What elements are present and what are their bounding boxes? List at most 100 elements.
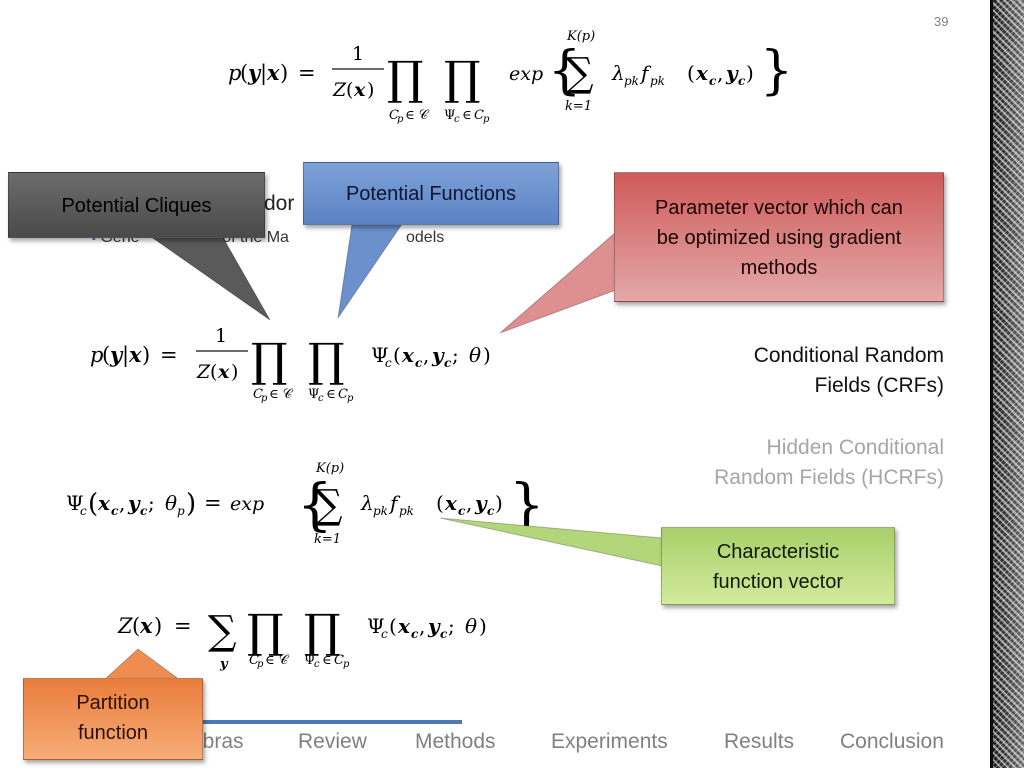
svg-text:pk: pk [399, 504, 414, 518]
svg-text:=: = [160, 343, 178, 367]
svg-text:y: y [474, 491, 488, 515]
nav-item-libras[interactable]: ibras [198, 730, 244, 753]
svg-text:θ: θ [165, 491, 177, 515]
equation-potential-definition: Ψ c ( x c , y c ; θ p ) = exp { K(p) ∑ k… [64, 452, 544, 556]
svg-text:c: c [415, 356, 423, 370]
svg-text:c: c [140, 504, 148, 518]
svg-text:p: p [261, 393, 268, 404]
svg-text:y: y [431, 343, 445, 367]
svg-text:∏: ∏ [308, 333, 345, 387]
svg-text:p: p [483, 114, 490, 125]
svg-text:y: y [127, 491, 141, 515]
svg-text:): ) [483, 343, 491, 367]
svg-text:,: , [419, 614, 425, 638]
svg-text:x: x [695, 61, 709, 85]
svg-text:p: p [347, 393, 354, 404]
svg-text:∈ 𝒞: ∈ 𝒞 [265, 653, 290, 668]
nav-item-review[interactable]: Review [298, 730, 367, 753]
bullet-text-fragment: dor [264, 192, 295, 215]
svg-text:): ) [142, 343, 150, 367]
svg-text:(: ( [102, 343, 110, 367]
svg-text:C: C [334, 653, 344, 668]
svg-text:Ψ: Ψ [367, 614, 385, 638]
svg-text:1: 1 [352, 43, 364, 65]
crf-label-line-1: Conditional Random [753, 344, 944, 367]
svg-text:(: ( [346, 79, 353, 101]
svg-text:(: ( [88, 489, 98, 519]
svg-text:x: x [266, 60, 280, 85]
svg-text:∏: ∏ [387, 51, 424, 105]
partition-line-1: Partition [76, 692, 150, 714]
svg-text:C: C [474, 108, 484, 123]
svg-text:x: x [139, 613, 153, 638]
svg-text:x: x [444, 491, 458, 515]
parameter-vector-line-1: Parameter vector which can [655, 197, 903, 219]
svg-text:(: ( [210, 361, 217, 383]
svg-text:C: C [389, 108, 399, 123]
svg-text:k=1: k=1 [314, 532, 341, 547]
svg-text:,: , [423, 343, 429, 367]
svg-text:∈: ∈ [326, 387, 336, 402]
svg-text:|: | [260, 61, 267, 86]
svg-text:∑: ∑ [208, 608, 237, 654]
svg-text:Ψ: Ψ [304, 653, 315, 668]
svg-text:): ) [231, 361, 238, 383]
svg-text:∈: ∈ [322, 653, 332, 668]
svg-text:c: c [709, 74, 717, 88]
svg-text:c: c [80, 504, 87, 518]
svg-text:pk: pk [624, 74, 639, 88]
svg-text:x: x [128, 342, 142, 367]
svg-text:p: p [257, 659, 264, 670]
svg-text:c: c [381, 627, 388, 641]
svg-text:Ψ: Ψ [308, 387, 319, 402]
svg-text:(: ( [393, 343, 401, 367]
nav-active-indicator [200, 720, 462, 724]
svg-text:(: ( [132, 614, 140, 638]
nav-item-results[interactable]: Results [724, 730, 795, 753]
svg-text:c: c [385, 356, 392, 370]
svg-text:): ) [495, 491, 503, 515]
sub-bullet-fragment-3: odels [406, 229, 445, 246]
svg-text:K(p): K(p) [315, 461, 344, 476]
svg-text:λ: λ [360, 491, 374, 515]
nav-item-conclusion[interactable]: Conclusion [840, 730, 944, 753]
potential-cliques-pointer [148, 235, 271, 321]
svg-text:(: ( [389, 614, 397, 638]
svg-text:Ψ: Ψ [444, 108, 455, 123]
svg-text:y: y [247, 60, 262, 85]
svg-text:): ) [154, 614, 162, 638]
svg-text:c: c [111, 504, 119, 518]
parameter-vector-line-2: be optimized using gradient [656, 227, 902, 249]
svg-text:): ) [280, 61, 288, 85]
potential-functions-callout: Potential Functions [303, 162, 559, 225]
svg-text:x: x [353, 79, 366, 101]
svg-text:∈ 𝒞: ∈ 𝒞 [269, 387, 294, 402]
svg-text:y: y [109, 342, 124, 367]
svg-text:p: p [343, 659, 350, 670]
svg-text:y: y [725, 61, 739, 85]
svg-text:C: C [338, 387, 348, 402]
potential-cliques-callout: Potential Cliques [8, 172, 265, 238]
svg-text:Z: Z [117, 614, 133, 638]
nav-item-methods[interactable]: Methods [415, 730, 496, 753]
svg-text:;: ; [148, 491, 155, 515]
section-navigation: ibras Review Methods Experiments Results… [0, 726, 990, 762]
characteristic-function-callout: Characteristic function vector [661, 527, 895, 605]
hcrf-label: Hidden Conditional Random Fields (HCRFs) [714, 433, 944, 493]
svg-text:c: c [411, 627, 419, 641]
svg-text:): ) [186, 489, 196, 519]
svg-text:(: ( [687, 61, 695, 85]
svg-text:c: c [454, 114, 460, 125]
svg-text:θ: θ [465, 614, 477, 638]
svg-text:;: ; [448, 614, 455, 638]
svg-text:K(p): K(p) [566, 29, 595, 44]
svg-text:,: , [466, 491, 472, 515]
svg-text:Z: Z [196, 361, 211, 383]
nav-item-experiments[interactable]: Experiments [551, 730, 668, 753]
parameter-vector-line-3: methods [740, 257, 818, 279]
svg-text:C: C [249, 653, 259, 668]
decorative-right-border [990, 0, 1024, 768]
svg-text:exp: exp [230, 493, 264, 515]
svg-text:{: { [297, 473, 333, 538]
svg-text:∑: ∑ [314, 482, 343, 528]
